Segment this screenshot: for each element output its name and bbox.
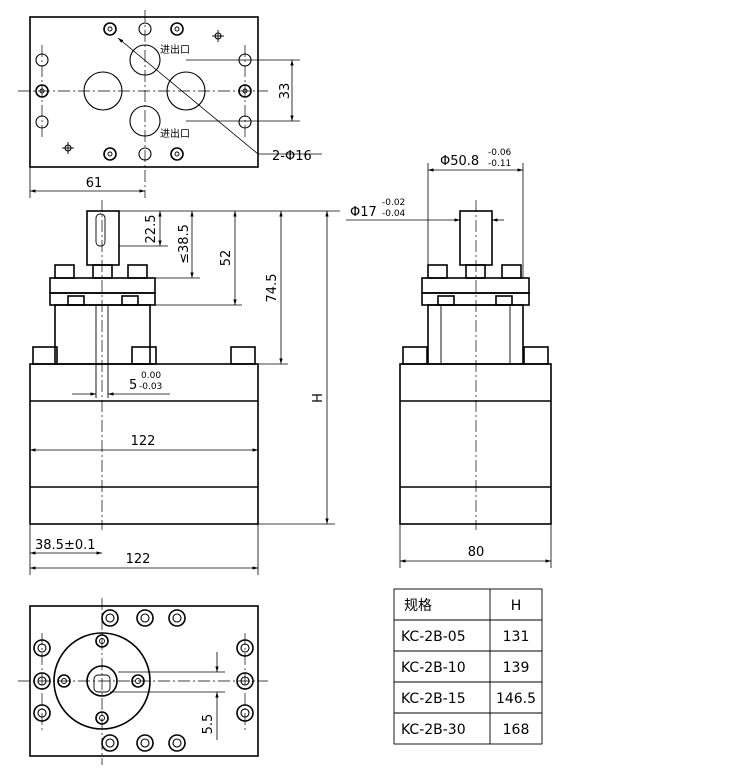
dim-61: 61	[86, 176, 103, 191]
dim-80: 80	[468, 545, 485, 560]
side-view: Φ50.8 -0.06 -0.11 Φ17 -0.02 -0.04 80	[346, 148, 552, 568]
port-bottom	[129, 105, 161, 137]
port-label-bottom: 进出口	[160, 127, 190, 140]
bottom-view: 5.5	[18, 598, 268, 765]
dim-38-5-tol: 38.5±0.1	[35, 538, 96, 553]
port-top	[129, 44, 161, 76]
port-left	[83, 71, 123, 111]
table-header-model: 规格	[404, 598, 432, 614]
dim-phi50-8-tol-upper: -0.06	[488, 148, 512, 158]
dim-5-5: 5.5	[201, 714, 216, 735]
dim-38-5-max: ≤38.5	[177, 224, 192, 264]
dim-phi50-8: Φ50.8	[440, 154, 479, 169]
table-row-model: KC-2B-05	[401, 629, 466, 645]
dim-52: 52	[219, 250, 234, 267]
dim-2-phi16: 2-Φ16	[272, 149, 312, 164]
table-row-model: KC-2B-10	[401, 660, 466, 676]
table-row-h: 131	[503, 629, 530, 645]
dim-phi17-tol-lower: -0.04	[382, 209, 406, 219]
bottom-view-bolt-holes	[33, 609, 254, 752]
spec-table: 规格 H KC-2B-05 131 KC-2B-10 139 KC-2B-15 …	[393, 588, 543, 745]
table-header-h: H	[511, 598, 522, 614]
side-body	[399, 363, 552, 525]
port-label-top: 进出口	[160, 43, 190, 56]
dim-phi17-tol-upper: -0.02	[382, 198, 405, 208]
dim-phi50-8-tol-lower: -0.11	[488, 159, 511, 169]
front-view: 22.5 ≤38.5 52 74.5 H 5 0.00 -0.03 122 38…	[29, 200, 340, 575]
dim-33: 33	[278, 83, 293, 100]
dim-phi17: Φ17	[350, 205, 377, 220]
table-row-model: KC-2B-15	[401, 691, 466, 707]
table-row-h: 139	[503, 660, 530, 676]
drive-shaft	[86, 210, 120, 266]
dim-22-5: 22.5	[144, 215, 159, 244]
table-row-h: 146.5	[496, 691, 536, 707]
dim-H: H	[311, 393, 326, 403]
dim-5-tol-upper: 0.00	[141, 371, 161, 381]
top-view-bolt-holes	[35, 22, 252, 161]
table-row-model: KC-2B-30	[401, 722, 466, 738]
top-view: 进出口 进出口 33 2-Φ16 61	[18, 10, 322, 198]
dim-5: 5	[129, 378, 137, 393]
dim-74-5: 74.5	[265, 274, 280, 303]
top-view-outline	[29, 16, 259, 168]
table-row-h: 168	[503, 722, 530, 738]
dim-122-inner: 122	[131, 434, 156, 449]
dim-122-bottom: 122	[126, 552, 151, 567]
port-right	[166, 71, 206, 111]
dim-5-tol-lower: -0.03	[139, 382, 162, 392]
